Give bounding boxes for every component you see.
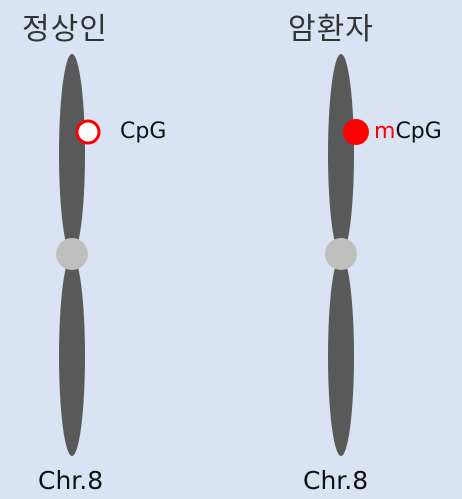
chromatid-upper-normal <box>59 54 85 254</box>
site-label-text: CpG <box>120 119 167 144</box>
chromatid-lower-normal <box>59 256 85 456</box>
site-label-normal: CpG <box>120 119 166 144</box>
centromere-normal <box>56 238 88 270</box>
methyl-prefix: m <box>374 119 396 144</box>
site-label-cancer: mCpG <box>374 119 442 144</box>
cpg-site-unmethylated <box>75 119 101 145</box>
chromosome-cancer <box>325 54 369 456</box>
chromosome-normal <box>56 54 101 456</box>
site-label-text: CpG <box>395 119 442 144</box>
centromere-cancer <box>325 238 357 270</box>
panel-title-normal: 정상인 <box>22 12 108 47</box>
cpg-site-methylated <box>343 119 369 145</box>
chromatid-lower-cancer <box>328 256 354 456</box>
chromatid-upper-cancer <box>328 54 354 254</box>
chromosome-label-cancer: Chr.8 <box>303 466 369 495</box>
chromosome-label-normal: Chr.8 <box>38 466 104 495</box>
panel-title-cancer: 암환자 <box>288 12 374 47</box>
